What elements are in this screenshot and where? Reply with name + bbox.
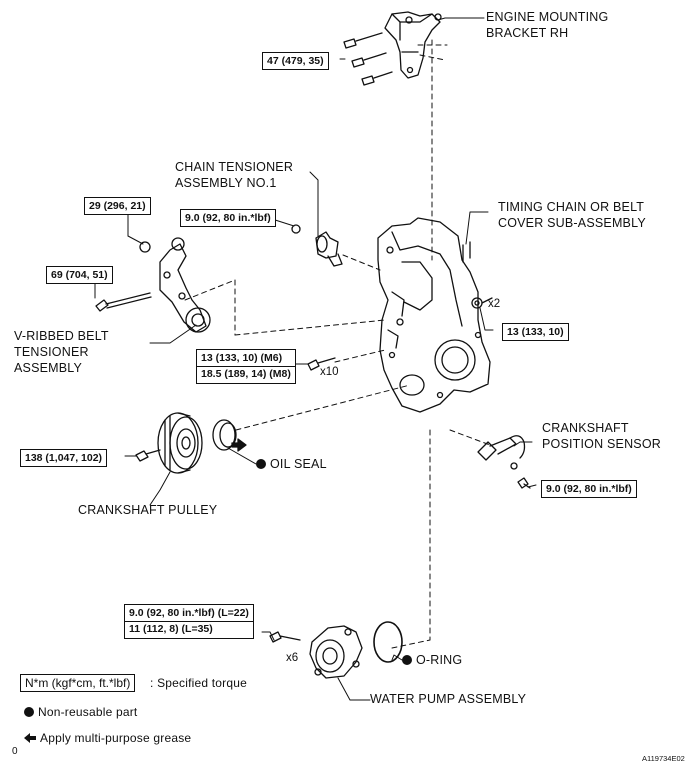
torque-cover-stud-nut: 13 (133, 10) <box>502 323 569 341</box>
legend-non-reusable-text: Non-reusable part <box>38 705 138 719</box>
crankshaft-position-sensor <box>477 435 531 489</box>
label-water-pump: WATER PUMP ASSEMBLY <box>370 692 527 706</box>
dashed-guide-lines <box>184 39 491 649</box>
legend-grease: Apply multi-purpose grease <box>24 731 191 746</box>
torque-pulley: 138 (1,047, 102) <box>20 449 108 467</box>
label-crankshaft-pulley: CRANKSHAFT PULLEY <box>78 503 218 517</box>
torque-cover-bolts: 13 (133, 10) (M6) 18.5 (189, 14) (M8) <box>196 349 296 384</box>
leader-lines <box>94 17 537 701</box>
torque-pump-l35: 11 (112, 8) (L=35) <box>125 621 253 636</box>
legend-non-reusable: Non-reusable part <box>24 705 137 720</box>
oil-seal-text: OIL SEAL <box>270 457 327 471</box>
grease-arrow-icon <box>24 733 36 743</box>
label-chain-tensioner-2: ASSEMBLY NO.1 <box>175 176 277 190</box>
legend-grease-text: Apply multi-purpose grease <box>40 731 192 745</box>
figure-id: A119734E02 <box>642 754 685 763</box>
non-reusable-dot-icon <box>402 655 412 665</box>
torque-tensioner-bolt: 69 (704, 51) <box>46 266 113 284</box>
label-engine-bracket-1: ENGINE MOUNTING <box>486 10 609 24</box>
legend-torque-desc: : Specified torque <box>150 676 247 690</box>
qty-cover-bolts: x10 <box>320 366 339 378</box>
torque-cover-m6: 13 (133, 10) (M6) <box>201 352 283 364</box>
timing-chain-cover <box>377 217 491 413</box>
v-ribbed-belt-tensioner <box>95 237 211 333</box>
torque-sensor: 9.0 (92, 80 in.*lbf) <box>541 480 637 498</box>
label-vbelt-tensioner-1: V-RIBBED BELT <box>14 329 109 343</box>
cover-stud-nuts <box>471 297 493 309</box>
qty-nuts: x2 <box>488 298 501 310</box>
non-reusable-dot-icon <box>24 707 34 717</box>
label-oil-seal: OIL SEAL <box>256 457 327 472</box>
torque-chain-tensioner: 9.0 (92, 80 in.*lbf) <box>180 209 276 227</box>
label-chain-tensioner-1: CHAIN TENSIONER <box>175 160 294 174</box>
torque-cover-m8: 18.5 (189, 14) (M8) <box>197 366 295 381</box>
label-timing-cover-1: TIMING CHAIN OR BELT <box>498 200 645 214</box>
o-ring <box>373 621 403 663</box>
torque-tensioner-top: 29 (296, 21) <box>84 197 151 215</box>
chain-tensioner <box>291 224 343 267</box>
oil-seal <box>212 419 237 451</box>
water-pump <box>269 625 363 679</box>
o-ring-text: O-RING <box>416 653 463 667</box>
torque-water-pump: 9.0 (92, 80 in.*lbf) (L=22) 11 (112, 8) … <box>124 604 254 639</box>
label-vbelt-tensioner-2: TENSIONER <box>14 345 89 359</box>
label-crank-sensor-1: CRANKSHAFT <box>542 421 629 435</box>
label-o-ring: O-RING <box>402 653 462 668</box>
crankshaft-pulley <box>135 412 203 474</box>
non-reusable-dot-icon <box>256 459 266 469</box>
qty-pump-bolts: x6 <box>286 652 299 664</box>
footer-left-mark: 0 <box>12 746 18 757</box>
torque-bracket: 47 (479, 35) <box>262 52 329 70</box>
grease-arrow-icon <box>231 438 247 452</box>
torque-pump-l22: 9.0 (92, 80 in.*lbf) (L=22) <box>129 607 249 619</box>
cover-bolts <box>307 357 336 371</box>
label-timing-cover-2: COVER SUB-ASSEMBLY <box>498 216 646 230</box>
label-crank-sensor-2: POSITION SENSOR <box>542 437 661 451</box>
engine-mounting-bracket <box>384 11 442 79</box>
label-engine-bracket-2: BRACKET RH <box>486 26 569 40</box>
bracket-bolts <box>343 32 393 86</box>
legend-torque-box: N*m (kgf*cm, ft.*lbf) <box>20 674 136 692</box>
label-vbelt-tensioner-3: ASSEMBLY <box>14 361 83 375</box>
